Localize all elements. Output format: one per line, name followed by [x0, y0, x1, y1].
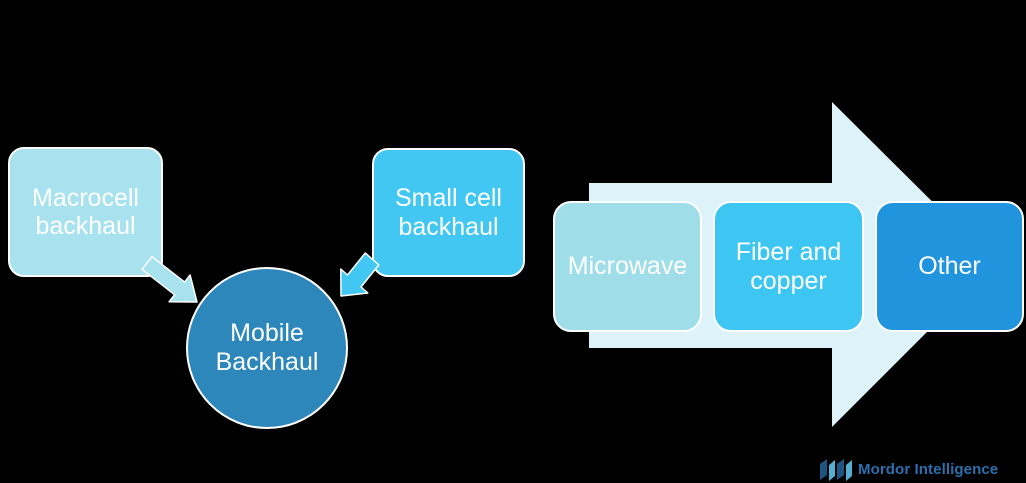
mobile-backhaul-label: Mobile Backhaul [215, 319, 319, 376]
mordor-m-icon [820, 459, 852, 481]
other-box: Other [875, 201, 1024, 332]
mordor-intelligence-logo: Mordor Intelligence [820, 458, 998, 481]
macrocell-backhaul-box: Macrocell backhaul [8, 147, 163, 277]
fiber-and-copper-label: Fiber and copper [735, 238, 842, 295]
macrocell-backhaul-label: Macrocell backhaul [32, 183, 139, 241]
fiber-and-copper-box: Fiber and copper [713, 201, 864, 332]
microwave-box: Microwave [553, 201, 702, 332]
small-cell-backhaul-label: Small cell backhaul [395, 184, 502, 241]
other-label: Other [918, 252, 981, 281]
mobile-backhaul-node: Mobile Backhaul [186, 267, 348, 429]
smallcell-to-mobile-arrow [340, 252, 380, 297]
microwave-label: Microwave [567, 252, 688, 281]
small-cell-backhaul-box: Small cell backhaul [372, 148, 525, 277]
mordor-intelligence-wordmark: Mordor Intelligence [858, 461, 999, 478]
macrocell-to-mobile-arrow [141, 255, 198, 303]
